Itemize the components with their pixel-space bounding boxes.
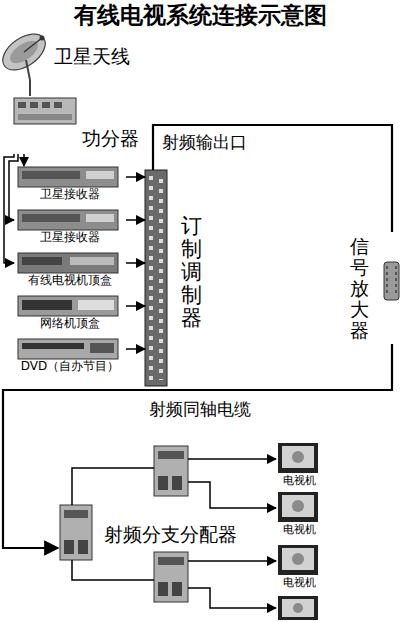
connector	[126, 305, 145, 307]
tv-set	[278, 596, 318, 620]
rf-splitter	[60, 505, 92, 560]
connector	[126, 219, 145, 221]
device-node: 有线电视机顶盒	[14, 252, 126, 290]
satellite-dish	[0, 27, 52, 80]
node-label: 卫星接收器	[14, 231, 126, 245]
node-label: 网络机顶盒	[14, 317, 126, 331]
diagram-title: 有线电视系统连接示意图	[0, 2, 400, 30]
connector	[242, 458, 276, 460]
rf-splitter	[154, 446, 188, 496]
modulator-node: 订制调制器	[145, 170, 207, 386]
edge-label: 射频输出口	[160, 133, 249, 153]
node-label: 卫星接收器	[14, 188, 126, 202]
tv-set	[278, 443, 318, 473]
connector	[3, 344, 392, 548]
connector	[4, 154, 14, 263]
satellite-receiver	[18, 210, 118, 230]
tv-set	[278, 492, 318, 522]
device-node: DVD（自办节目）	[14, 338, 126, 376]
satellite-receiver	[18, 167, 118, 187]
splitter-group-node: 射频分支分配器	[58, 440, 242, 616]
splitter-wires	[72, 459, 276, 608]
connector	[242, 507, 276, 509]
node-label: 电视机	[276, 475, 322, 488]
connector	[126, 176, 145, 178]
modulator-rack	[145, 170, 167, 386]
device-node: 卫星接收器	[14, 166, 126, 204]
antenna-node: 卫星天线	[0, 30, 136, 80]
dvd-player	[18, 339, 118, 359]
node-label: 信号放大器	[350, 236, 369, 340]
node-label: 功分器	[82, 128, 139, 150]
edge-label: 射频同轴电缆	[147, 400, 253, 420]
tv-node: 电视机	[276, 443, 322, 491]
connector	[242, 560, 276, 562]
connector	[126, 348, 145, 350]
node-label: 有线电视机顶盒	[14, 274, 126, 288]
node-label: 订制调制器	[181, 215, 202, 330]
node-label: 射频分支分配器	[104, 524, 237, 546]
tv-node: 电视机	[276, 545, 322, 593]
connector	[9, 154, 18, 220]
power-splitter	[14, 98, 76, 124]
splitter-node: 功分器	[12, 96, 142, 154]
connector	[23, 154, 25, 166]
network-set-top-box	[18, 296, 118, 316]
amplifier-node: 信号放大器	[348, 232, 400, 344]
node-label: DVD（自办节目）	[14, 360, 126, 374]
node-label: 电视机	[276, 524, 322, 537]
tv-set	[278, 545, 318, 575]
connector	[29, 80, 31, 96]
tv-node: 电视机	[276, 492, 322, 540]
node-label: 卫星天线	[54, 46, 130, 68]
device-node: 卫星接收器	[14, 209, 126, 247]
device-node: 网络机顶盒	[14, 295, 126, 333]
cable-set-top-box	[18, 253, 118, 273]
node-label: 电视机	[276, 577, 322, 590]
connector	[126, 262, 145, 264]
amplifier-device	[384, 262, 399, 300]
rf-splitter	[154, 552, 188, 602]
